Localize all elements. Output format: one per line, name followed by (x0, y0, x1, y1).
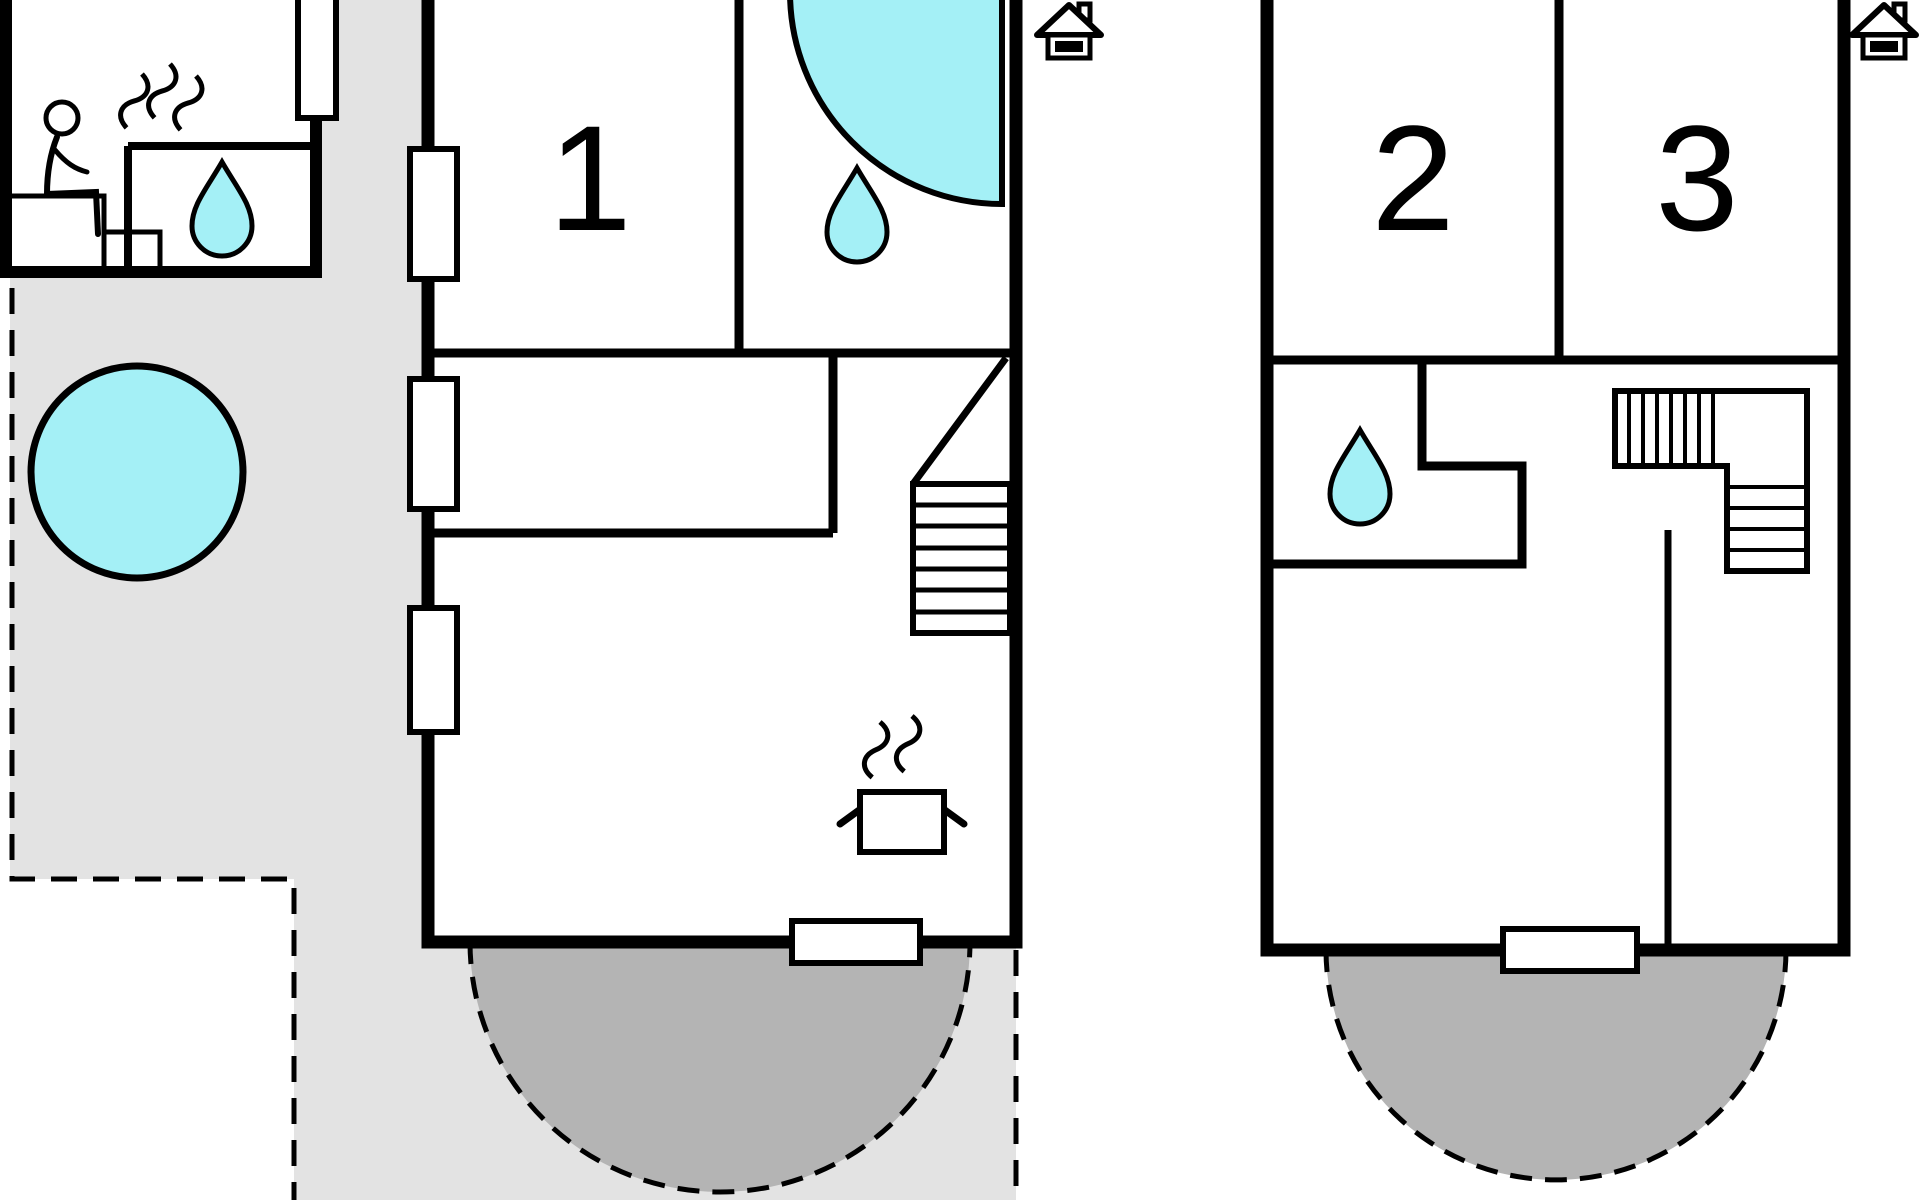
window-marker (407, 146, 460, 282)
upper-floor-building: 2 3 (1260, 0, 1851, 974)
window-marker (295, 0, 339, 121)
shower-quarter-icon (787, 0, 1005, 208)
bathroom-wall (1263, 356, 1527, 569)
sauna-outer-wall (0, 0, 322, 278)
sauna-annex (0, 0, 339, 278)
staircase-icon (1612, 388, 1810, 574)
property-boundary-left (9, 288, 297, 1200)
sauna-person-icon (43, 99, 101, 237)
sauna-bench-icon (104, 229, 163, 266)
staircase-icon (910, 355, 1013, 636)
window-marker (1500, 926, 1640, 974)
room-label-2: 2 (1371, 94, 1454, 262)
window-marker (407, 605, 460, 735)
room-label-1: 1 (548, 94, 631, 262)
hot-tub-icon (27, 362, 247, 582)
main-floor-building: 1 (407, 0, 1023, 966)
terrace-upper-floor (1323, 947, 1789, 1183)
window-marker (789, 918, 923, 966)
window-marker (407, 376, 460, 512)
stove-icon (836, 715, 968, 855)
terrace-main-floor (467, 939, 973, 1195)
room-label-3: 3 (1655, 94, 1738, 262)
sauna-bench-icon (12, 193, 107, 266)
